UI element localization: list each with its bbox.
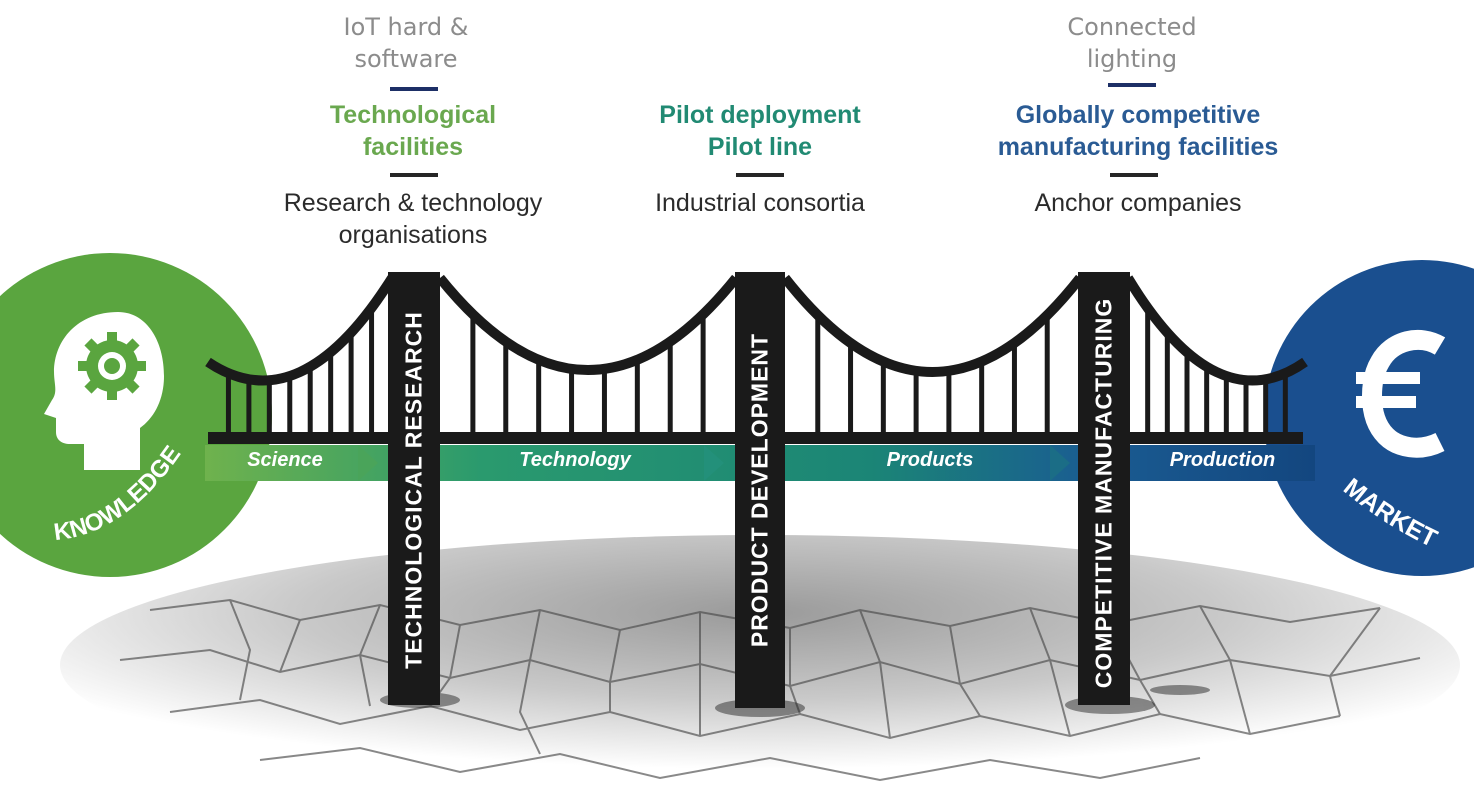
col2-actor-line-1: Industrial consortia <box>655 189 865 217</box>
col3-top-line-2: lighting <box>1086 45 1178 73</box>
col2-facility-line-2: Pilot line <box>707 133 813 161</box>
col1-top-line-1: IoT hard & <box>343 13 469 41</box>
suspension-cable <box>1123 275 1308 386</box>
stage-label-production: Production <box>1169 449 1276 471</box>
bridge-structure <box>205 274 1308 444</box>
col3-top-line-1: Connected <box>1067 13 1197 41</box>
col1-actor-line-1: Research & technology <box>283 189 543 217</box>
col1-divider-top <box>390 87 438 91</box>
stage-label-products: Products <box>886 449 974 471</box>
suspension-cable <box>205 275 397 386</box>
pillar-competitive-manufacturing <box>1078 272 1130 705</box>
pillar-label-technological-research: TECHNOLOGICAL RESEARCH <box>400 311 427 669</box>
col3-divider-top <box>1108 83 1156 87</box>
suspension-cable <box>781 274 1084 377</box>
pillar-label-competitive-manufacturing: COMPETITIVE MANUFACTURING <box>1090 297 1117 689</box>
col3-divider-bottom <box>1110 173 1158 177</box>
head-gear-icon <box>44 312 164 470</box>
pillar-technological-research <box>388 272 440 705</box>
col1-facility-line-2: facilities <box>362 133 464 161</box>
pillar-label-product-development: PRODUCT DEVELOPMENT <box>746 332 773 648</box>
col1-divider-bottom <box>390 173 438 177</box>
col3-facility-line-2: manufacturing facilities <box>997 133 1279 161</box>
col3-facility-line-1: Globally competitive <box>1015 101 1261 129</box>
stage-label-technology: Technology <box>519 449 631 471</box>
col1-top-line-2: software <box>354 45 458 73</box>
euro-icon <box>1356 329 1446 458</box>
stage-label-science: Science <box>247 449 323 471</box>
pillar-product-development <box>735 272 785 708</box>
col3-actor-line-1: Anchor companies <box>1034 189 1242 217</box>
col2-divider <box>736 173 784 177</box>
col1-facility-line-1: Technological <box>329 101 497 129</box>
suspension-cable <box>436 274 740 375</box>
col1-actor-line-2: organisations <box>338 221 488 249</box>
col2-facility-line-1: Pilot deployment <box>659 101 861 129</box>
